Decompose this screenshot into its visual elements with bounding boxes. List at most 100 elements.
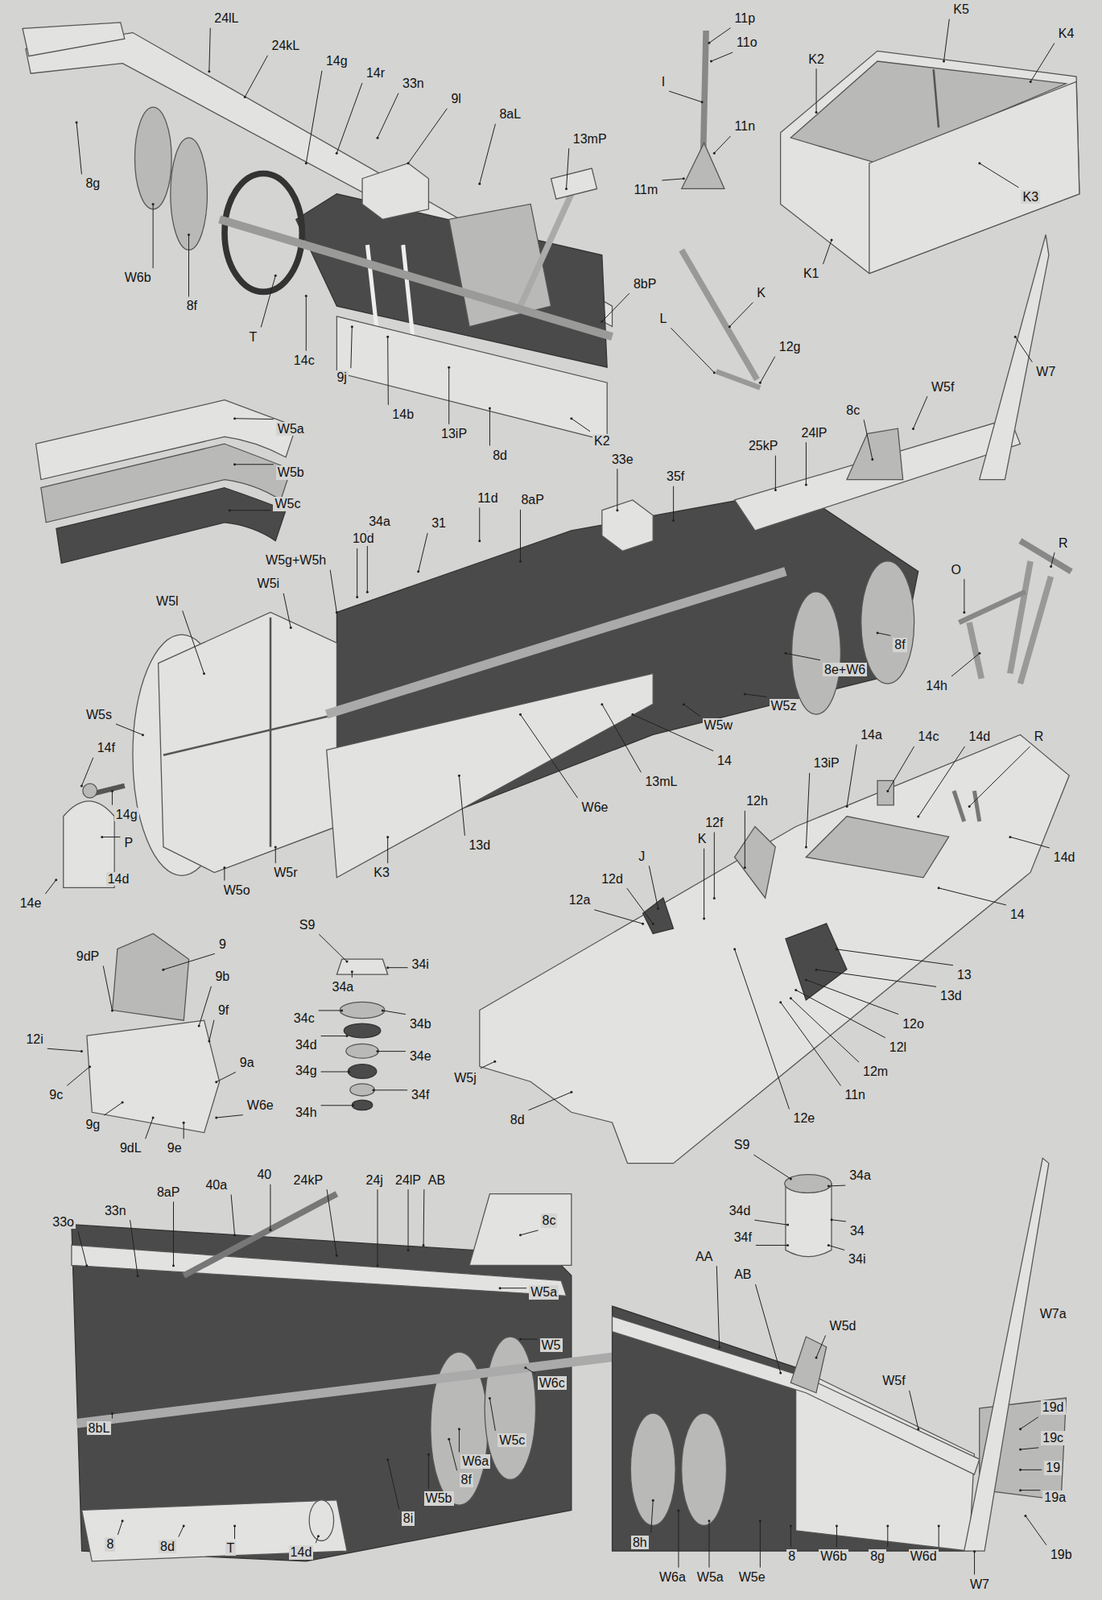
leader-line bbox=[163, 953, 215, 970]
callout-label: 12m bbox=[861, 1064, 890, 1079]
callout-label: 8bP bbox=[631, 276, 658, 292]
leader-dot bbox=[407, 161, 410, 165]
leader-line bbox=[790, 1525, 792, 1547]
callout-label: R bbox=[1032, 729, 1046, 744]
leader-dot bbox=[488, 1396, 492, 1400]
callout-label: 11n bbox=[842, 1087, 867, 1102]
leader-line bbox=[387, 836, 388, 863]
leader-dot bbox=[728, 325, 731, 328]
leader-dot bbox=[519, 1233, 522, 1236]
leader-line bbox=[969, 746, 1030, 806]
callout-label: AB bbox=[426, 1172, 447, 1188]
leader-dot bbox=[779, 1000, 782, 1003]
leader-line bbox=[244, 55, 268, 98]
leader-line bbox=[672, 486, 674, 521]
fin bbox=[979, 234, 1049, 479]
leader-line bbox=[836, 1525, 838, 1547]
floor bbox=[479, 734, 1069, 1163]
leader-dot bbox=[709, 60, 713, 63]
callout-label: T bbox=[247, 330, 259, 345]
callout-label: 12l bbox=[887, 1040, 909, 1055]
leader-line bbox=[759, 1520, 761, 1568]
callout-label: W5j bbox=[452, 1070, 479, 1086]
leader-line bbox=[458, 775, 465, 835]
leader-dot bbox=[335, 610, 339, 614]
leader-dot bbox=[827, 1184, 830, 1187]
leader-line bbox=[805, 979, 899, 1015]
leader-line bbox=[377, 1050, 406, 1052]
callout-label: 34i bbox=[846, 1251, 867, 1267]
leader-line bbox=[117, 1520, 123, 1535]
callout-label: 11o bbox=[734, 35, 760, 50]
leader-line bbox=[831, 1219, 847, 1222]
callout-label: 8i bbox=[401, 1510, 415, 1526]
leader-dot bbox=[942, 60, 946, 63]
leader-line bbox=[423, 1188, 426, 1245]
leader-dot bbox=[569, 1090, 573, 1094]
leader-line bbox=[744, 693, 767, 697]
callout-label: 14a bbox=[858, 727, 884, 743]
leader-line bbox=[188, 235, 190, 298]
callout-label: 8g bbox=[868, 1548, 887, 1564]
leader-line bbox=[275, 846, 277, 863]
leader-line bbox=[571, 418, 591, 432]
leader-line bbox=[938, 1525, 940, 1547]
leader-dot bbox=[779, 1370, 782, 1374]
leader-line bbox=[877, 632, 891, 636]
leader-dot bbox=[386, 1457, 389, 1461]
leader-line bbox=[78, 1230, 87, 1266]
leader-dot bbox=[682, 702, 686, 706]
callout-label: W5o bbox=[222, 883, 252, 898]
callout-label: W7 bbox=[968, 1576, 991, 1592]
leader-line bbox=[480, 1060, 496, 1068]
tail-deck bbox=[734, 418, 1021, 531]
leader-dot bbox=[886, 789, 889, 793]
leader-line bbox=[828, 1184, 846, 1187]
frame bbox=[792, 591, 842, 715]
leader-dot bbox=[713, 896, 716, 900]
callout-label: W5w bbox=[702, 718, 735, 733]
callout-label: 14 bbox=[715, 753, 734, 768]
callout-label: 34 bbox=[848, 1223, 867, 1239]
leader-dot bbox=[407, 1248, 410, 1251]
callout-label: 34a bbox=[367, 514, 393, 529]
deck bbox=[25, 33, 613, 327]
leader-line bbox=[336, 82, 363, 153]
callout-label: 8aL bbox=[497, 107, 523, 122]
side-plate bbox=[326, 672, 654, 877]
leader-line bbox=[216, 1114, 244, 1118]
callout-label: 13 bbox=[955, 967, 974, 983]
leader-line bbox=[711, 52, 734, 62]
leader-dot bbox=[656, 907, 660, 910]
leader-dot bbox=[416, 569, 420, 573]
leader-line bbox=[708, 1520, 710, 1568]
leader-line bbox=[305, 70, 322, 164]
callout-label: 13mP bbox=[571, 132, 609, 147]
leader-dot bbox=[345, 960, 348, 963]
leader-line bbox=[944, 19, 950, 62]
cylinder bbox=[785, 1183, 832, 1257]
box-k bbox=[780, 50, 1080, 273]
frame bbox=[630, 1412, 676, 1525]
callout-label: 34f bbox=[409, 1087, 431, 1102]
leader-dot bbox=[386, 335, 389, 339]
callout-label: 12h bbox=[744, 793, 770, 809]
leader-dot bbox=[152, 1116, 155, 1119]
leader-line bbox=[103, 965, 112, 1011]
callout-label: W6b bbox=[818, 1548, 849, 1564]
leader-line bbox=[520, 1229, 538, 1235]
leader-dot bbox=[335, 152, 339, 155]
callout-label: 9dL bbox=[118, 1140, 144, 1156]
leader-line bbox=[130, 1219, 139, 1276]
box bbox=[780, 50, 1080, 273]
strut-top bbox=[551, 168, 598, 199]
leader-dot bbox=[519, 713, 522, 716]
leader-dot bbox=[1008, 835, 1012, 838]
leader-dot bbox=[381, 1008, 384, 1012]
stand-leg bbox=[953, 790, 965, 822]
callout-label: W5 bbox=[540, 1337, 563, 1353]
leader-dot bbox=[631, 713, 634, 716]
leader-dot bbox=[274, 846, 277, 849]
leader-line bbox=[520, 509, 521, 562]
callout-label: W5b bbox=[424, 1490, 455, 1506]
